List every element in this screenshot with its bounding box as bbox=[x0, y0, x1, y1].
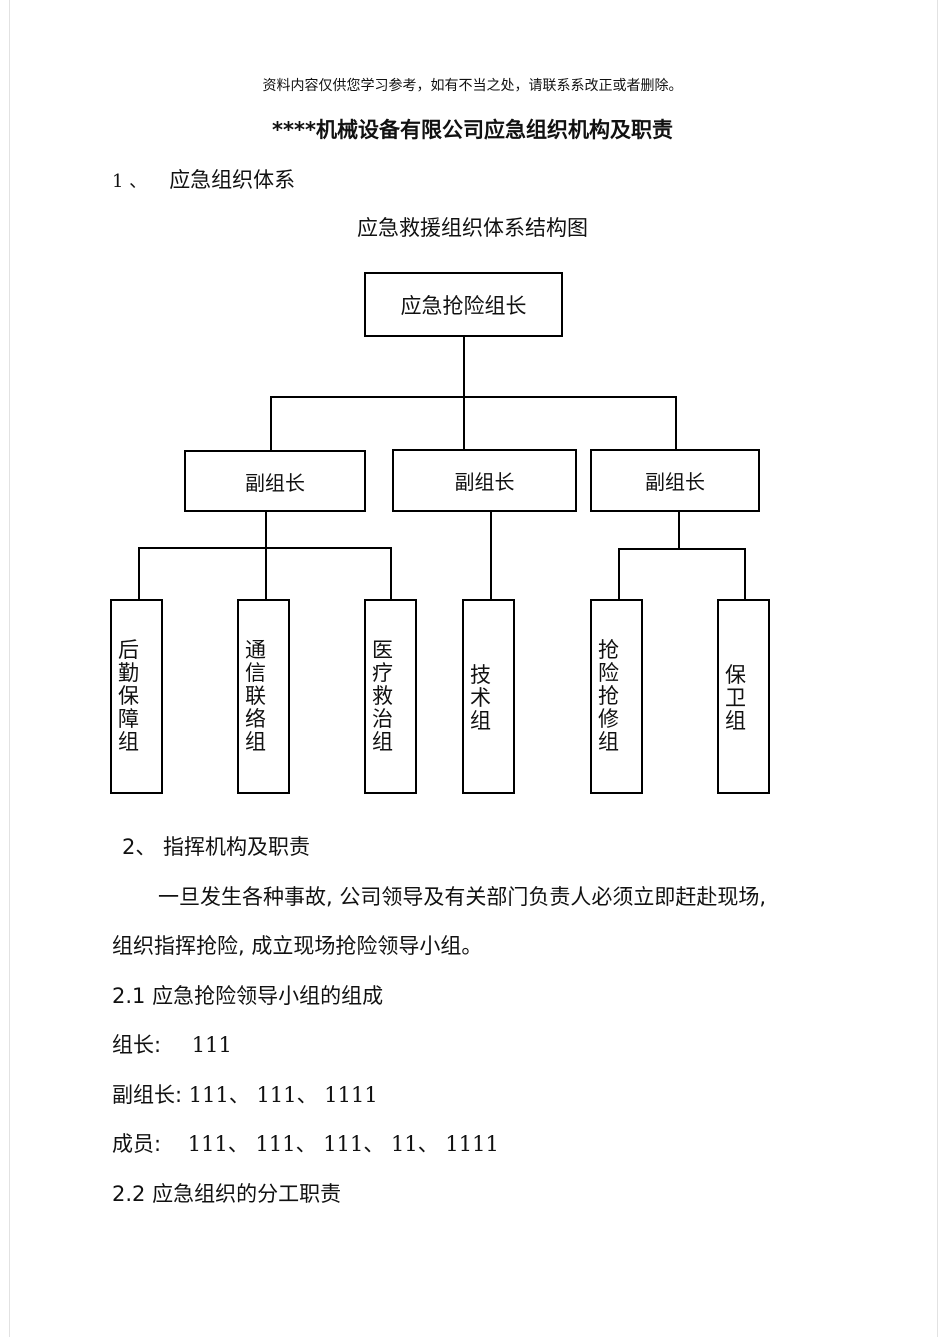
watermark-notice: 资料内容仅供您学习参考，如有不当之处，请联系系改正或者删除。 bbox=[262, 78, 683, 94]
connector-deputy-3 bbox=[675, 396, 677, 449]
org-team-box-medical: 医疗救治组 bbox=[364, 599, 417, 794]
leader-row: 组长: 111 bbox=[112, 1029, 232, 1059]
connector-team-5 bbox=[618, 548, 620, 600]
section-1-number: 1 、 bbox=[112, 171, 148, 192]
org-chart-title: 应急救援组织体系结构图 bbox=[357, 216, 588, 240]
org-deputy-label: 副组长 bbox=[454, 470, 515, 494]
section-1-heading: 1 、应急组织体系 bbox=[112, 164, 295, 194]
deputy-label: 副组长: bbox=[112, 1083, 183, 1107]
section-2-1-heading: 2.1 应急抢险领导小组的组成 bbox=[112, 984, 384, 1008]
org-team-box-communications: 通信联络组 bbox=[237, 599, 290, 794]
connector-team-1 bbox=[138, 547, 140, 600]
members-value: 111、 111、 111、 11、 1111 bbox=[187, 1132, 499, 1156]
org-team-box-logistics: 后勤保障组 bbox=[110, 599, 163, 794]
connector-team-6 bbox=[744, 548, 746, 600]
section-1-title: 应急组织体系 bbox=[169, 168, 296, 192]
org-team-box-technical: 技术组 bbox=[462, 599, 515, 794]
org-team-label: 抢险抢修组 bbox=[598, 638, 619, 754]
org-root-label: 应急抢险组长 bbox=[400, 293, 527, 318]
org-team-label: 保卫组 bbox=[725, 663, 746, 733]
connector-deputy-3-down bbox=[678, 511, 680, 550]
connector-deputy-bar bbox=[270, 396, 677, 398]
org-team-label: 通信联络组 bbox=[245, 638, 266, 754]
connector-deputy-1 bbox=[270, 396, 272, 450]
document-title: ****机械设备有限公司应急组织机构及职责 bbox=[272, 118, 673, 142]
section-2-paragraph-line-2: 组织指挥抢险, 成立现场抢险领导小组。 bbox=[112, 934, 483, 958]
connector-right-bar bbox=[618, 548, 746, 550]
org-team-label: 后勤保障组 bbox=[118, 638, 139, 754]
members-row: 成员: 111、 111、 111、 11、 1111 bbox=[112, 1128, 499, 1158]
org-team-label: 医疗救治组 bbox=[372, 638, 393, 754]
section-2-paragraph-line-1: 一旦发生各种事故, 公司领导及有关部门负责人必须立即赶赴现场, bbox=[158, 885, 767, 909]
leader-value: 111 bbox=[191, 1033, 232, 1057]
org-deputy-label: 副组长 bbox=[645, 470, 705, 494]
connector-team-3 bbox=[390, 547, 392, 600]
org-team-box-rescue-repair: 抢险抢修组 bbox=[590, 599, 643, 794]
deputy-row: 副组长: 111、 111、 1111 bbox=[112, 1079, 378, 1109]
org-team-box-security: 保卫组 bbox=[717, 599, 770, 794]
connector-root-down bbox=[463, 336, 465, 449]
org-deputy-box-3: 副组长 bbox=[590, 449, 760, 512]
connector-deputy-2-down bbox=[490, 511, 492, 600]
org-root-box: 应急抢险组长 bbox=[364, 272, 563, 337]
org-deputy-box-2: 副组长 bbox=[392, 449, 577, 512]
connector-deputy-1-down bbox=[265, 512, 267, 549]
org-team-label: 技术组 bbox=[470, 663, 491, 733]
section-2-2-heading: 2.2 应急组织的分工职责 bbox=[112, 1182, 342, 1206]
org-deputy-box-1: 副组长 bbox=[184, 450, 366, 512]
members-label: 成员: bbox=[112, 1132, 162, 1156]
deputy-value: 111、 111、 1111 bbox=[188, 1083, 378, 1107]
org-deputy-label: 副组长 bbox=[245, 470, 305, 495]
connector-team-2 bbox=[265, 547, 267, 600]
section-2-heading: 2、 指挥机构及职责 bbox=[122, 835, 311, 859]
leader-label: 组长: bbox=[112, 1033, 162, 1057]
